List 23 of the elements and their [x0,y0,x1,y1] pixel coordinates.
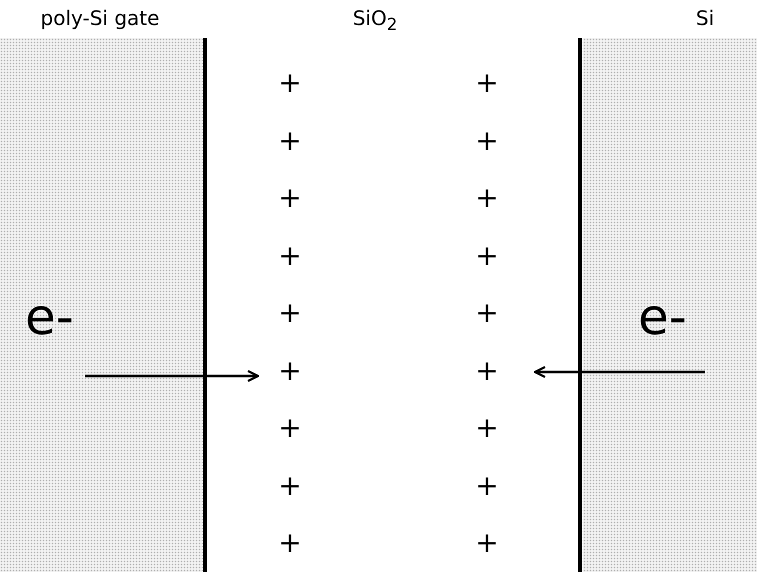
charge-sign: + [475,472,499,500]
charge-sign: + [475,356,499,384]
region-label: poly-Si gate [40,6,160,30]
charge-sign: + [475,299,499,327]
charge-sign: + [278,184,302,212]
charge-sign: + [278,472,302,500]
charge-sign: + [278,126,302,154]
charge-sign: + [278,299,302,327]
charge-sign: + [475,242,499,270]
charge-sign: + [475,184,499,212]
charge-sign: + [278,242,302,270]
region-label: SiO$_{2}$ [352,6,398,34]
charge-sign: + [475,69,499,97]
region-label: Si [696,6,714,30]
charge-sign: + [278,356,302,384]
charge-sign: + [475,529,499,557]
charge-sign: + [278,69,302,97]
charge-sign: + [475,414,499,442]
electron-label: e- [25,292,74,342]
charge-sign: + [278,529,302,557]
charge-sign: + [475,126,499,154]
electron-label: e- [638,292,687,342]
charge-sign: + [278,414,302,442]
